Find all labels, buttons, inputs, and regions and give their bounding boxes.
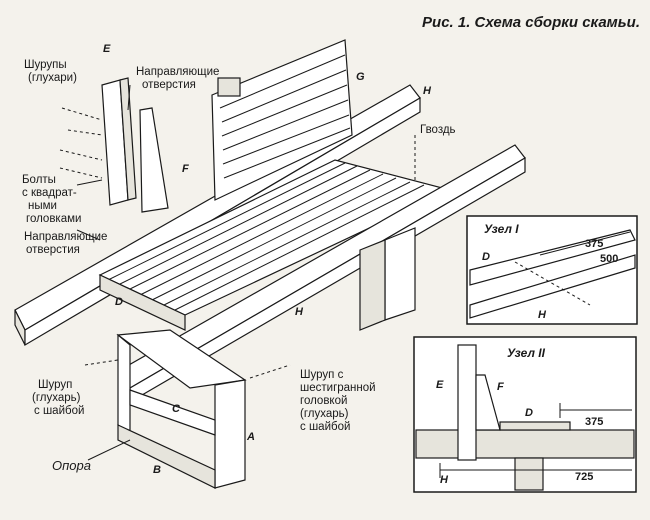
front-rail-H	[119, 144, 526, 404]
callout-line: Направляющие	[24, 231, 107, 243]
figure-title: Рис. 1. Схема сборки скамьи.	[422, 14, 640, 31]
backrest-G	[211, 39, 353, 201]
part-letter-H-top: H	[423, 85, 432, 97]
callout-line: Шурупы	[24, 59, 67, 71]
callout-screw-washer: Шуруп (глухарь) с шайбой	[32, 379, 84, 417]
inset2-letter-H: H	[440, 474, 449, 486]
part-letter-B: B	[153, 464, 161, 476]
callout-line: отверстия	[142, 79, 196, 91]
inset2-letter-D: D	[525, 407, 533, 419]
inset1-letter-D: D	[482, 251, 490, 263]
inset2-dim-725: 725	[575, 471, 593, 483]
inset-node-2: Узел II 375 725 E F D H	[413, 336, 637, 493]
callout-screws-top: Шурупы (глухари)	[24, 59, 77, 84]
part-letter-F: F	[182, 163, 189, 175]
post-E	[101, 77, 137, 206]
callout-line: (глухарь)	[32, 392, 81, 404]
part-letter-G: G	[356, 71, 365, 83]
callout-guide-holes-top: Направляющие отверстия	[136, 66, 219, 91]
callout-bolts: Болты с квадрат- ными головками	[22, 174, 81, 225]
inset2-title: Узел II	[507, 346, 546, 360]
callout-guide-holes-mid: Направляющие отверстия	[24, 231, 107, 256]
callout-line: головкой	[300, 395, 347, 407]
inset1-dim-375: 375	[585, 238, 603, 250]
inset1-letter-H: H	[538, 309, 547, 321]
inset2-letter-E: E	[436, 379, 444, 391]
callout-line: Шуруп с	[300, 369, 344, 381]
callout-line: Направляющие	[136, 66, 219, 78]
callout-line: (глухарь)	[300, 408, 349, 420]
callout-line: Шуруп	[38, 379, 72, 391]
inset1-title: Узел I	[484, 222, 519, 236]
inset1-dim-500: 500	[600, 253, 618, 265]
inset2-dim-375: 375	[585, 416, 603, 428]
inset-node-1: Узел I 375 500 D H	[466, 215, 638, 325]
brace-F	[139, 107, 169, 213]
callout-line: шестигранной	[300, 382, 376, 394]
part-letter-A: A	[246, 431, 255, 443]
part-letter-E: E	[103, 43, 111, 55]
callout-hex-screw: Шуруп с шестигранной головкой (глухарь) …	[300, 369, 376, 433]
callout-support: Опора	[52, 458, 91, 473]
front-support	[116, 329, 247, 489]
callout-line: (глухари)	[28, 72, 77, 84]
part-letter-H-front: H	[295, 306, 304, 318]
callout-nail: Гвоздь	[420, 124, 456, 136]
right-support	[359, 227, 416, 331]
callout-line: Болты	[22, 174, 56, 186]
callout-line: с квадрат-	[22, 187, 77, 199]
callout-line: с шайбой	[34, 405, 84, 417]
seat-slats-D	[98, 159, 452, 331]
callout-line: головками	[26, 213, 81, 225]
part-letter-C: C	[172, 403, 181, 415]
callout-line: ными	[28, 200, 57, 212]
callout-line: с шайбой	[300, 421, 350, 433]
part-letter-D: D	[115, 296, 123, 308]
callout-line: отверстия	[26, 244, 80, 256]
inset2-letter-F: F	[497, 381, 504, 393]
